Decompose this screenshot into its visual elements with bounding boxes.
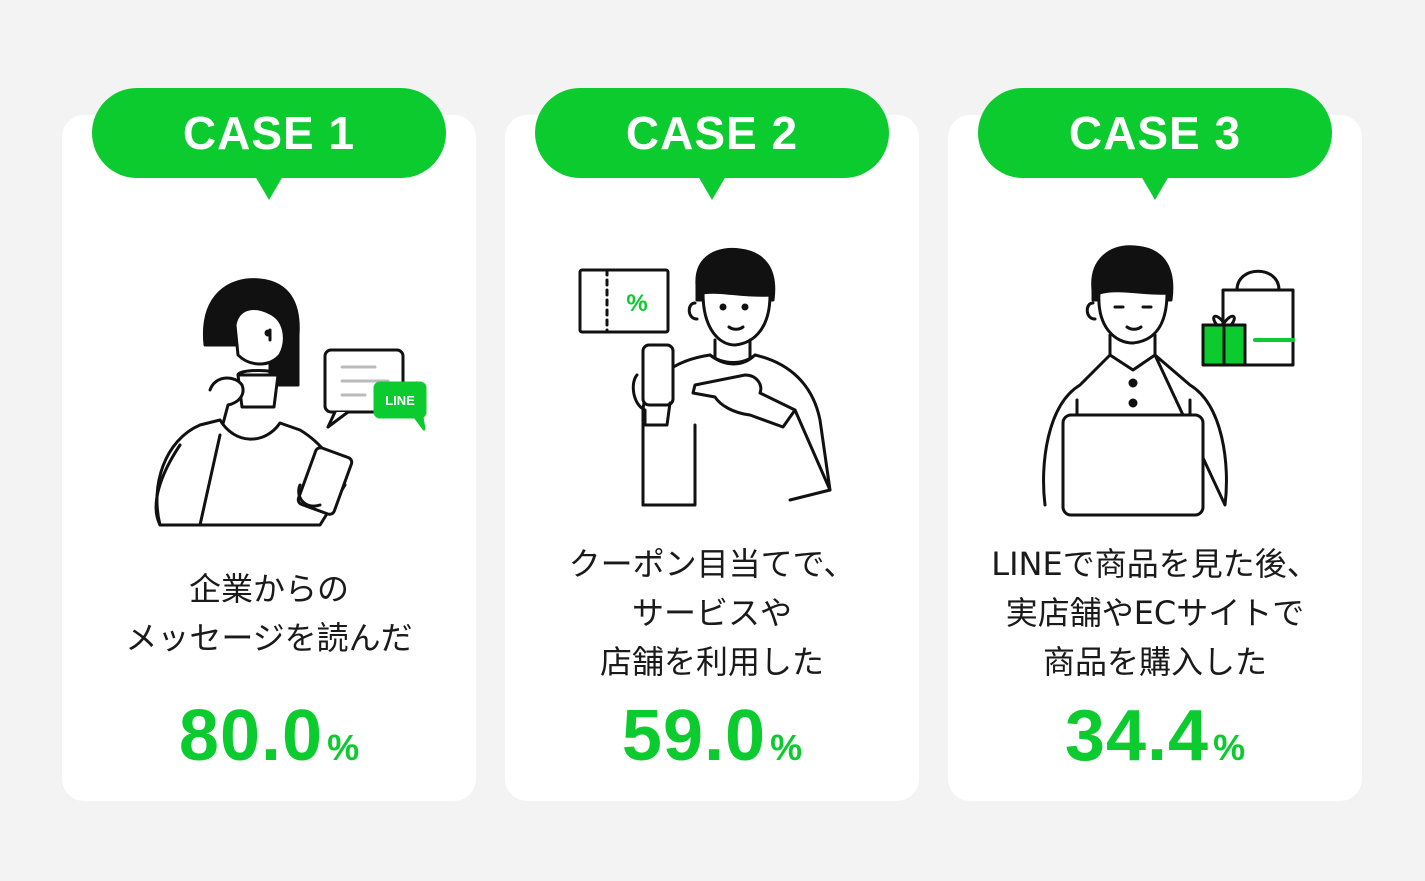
case-2-label: CASE 2 [625, 107, 799, 159]
case-1-percentage: 80.0% [178, 696, 360, 776]
case-3-label-bubble: CASE 3 [978, 88, 1332, 200]
case-3-description: LINEで商品を見た後、 実店舗やECサイトで 商品を購入した [991, 545, 1319, 681]
case-2-percentage: 59.0% [621, 696, 803, 776]
case-1-description: 企業からの メッセージを読んだ [125, 570, 413, 657]
woman-coffee-phone-icon: LINE [154, 278, 427, 527]
case-card-2 [505, 115, 919, 801]
line-badge-text: LINE [385, 393, 415, 408]
case-2-description: クーポン目当てで、 サービスや 店舗を利用した [568, 545, 856, 681]
case-3-percentage: 34.4% [1064, 696, 1246, 776]
case-1-label-bubble: CASE 1 [92, 88, 446, 200]
case-1-label: CASE 1 [182, 107, 356, 159]
man-phone-coupon-icon: % [578, 247, 832, 507]
case-3-label: CASE 3 [1068, 107, 1242, 159]
case-2-label-bubble: CASE 2 [535, 88, 889, 200]
coupon-symbol: % [626, 290, 647, 317]
man-laptop-shopping-icon [1042, 245, 1295, 517]
